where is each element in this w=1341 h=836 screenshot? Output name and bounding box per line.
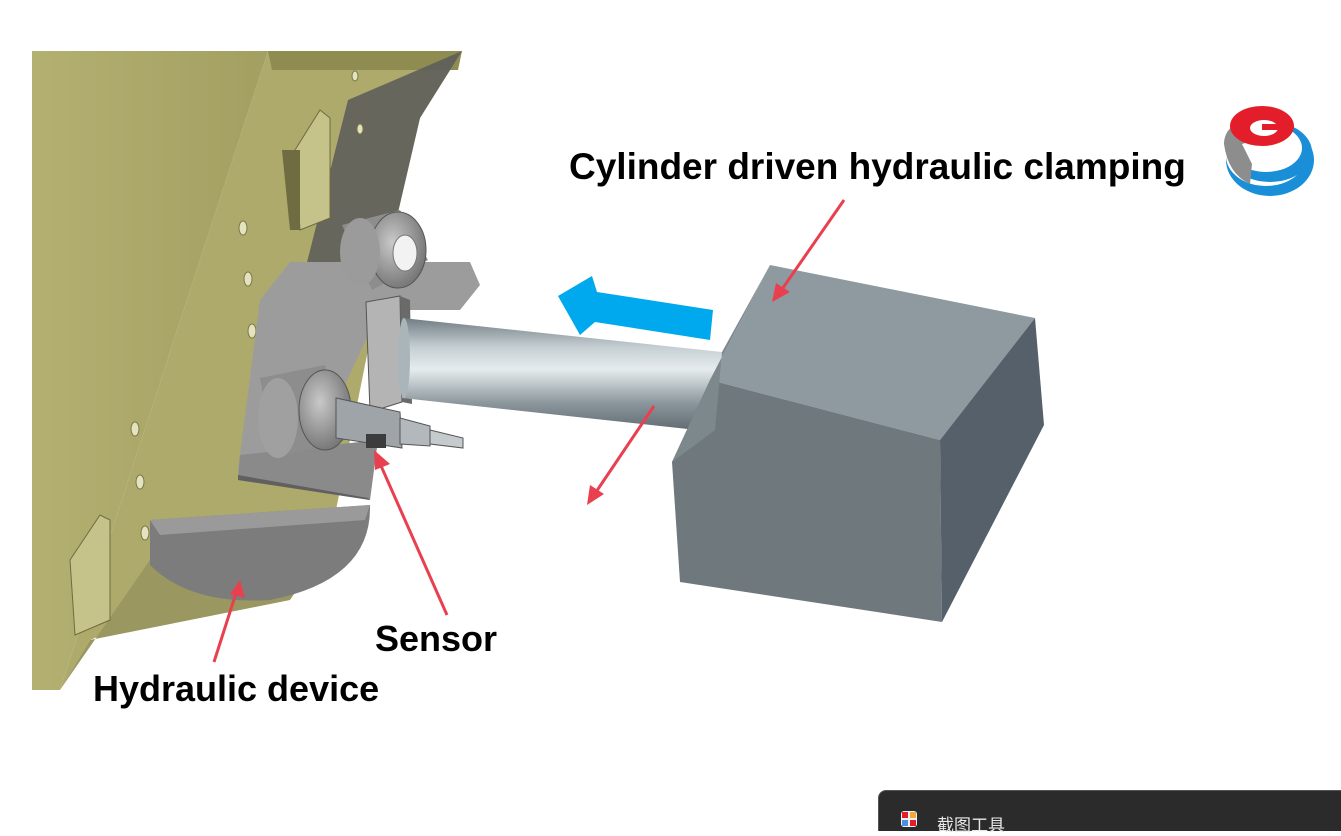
cylinder-block [672, 265, 1044, 622]
piston-rod [398, 318, 722, 432]
motion-arrow-icon [558, 276, 713, 340]
upper-bushing [340, 210, 428, 290]
sensor [335, 397, 464, 449]
sensor-pointer-arrow-icon [374, 450, 449, 616]
cylinder-label: Cylinder driven hydraulic clamping [566, 145, 1196, 189]
snipping-tool-window[interactable]: 截图工具 [878, 790, 1341, 836]
snipping-tool-icon [901, 811, 917, 827]
company-logo-icon [1224, 106, 1314, 196]
pointer-arrows [212, 199, 846, 663]
snipping-tool-title: 截图工具 [937, 816, 1005, 836]
hydraulic-device-label: Hydraulic device [90, 668, 390, 713]
hydraulic-pointer-arrow-icon [212, 580, 245, 663]
sensor-label: Sensor [372, 618, 524, 663]
hydraulic-device [150, 505, 371, 601]
cylinder-pointer-arrow-icon [772, 199, 846, 302]
rod-pointer-arrow-icon [587, 405, 656, 505]
